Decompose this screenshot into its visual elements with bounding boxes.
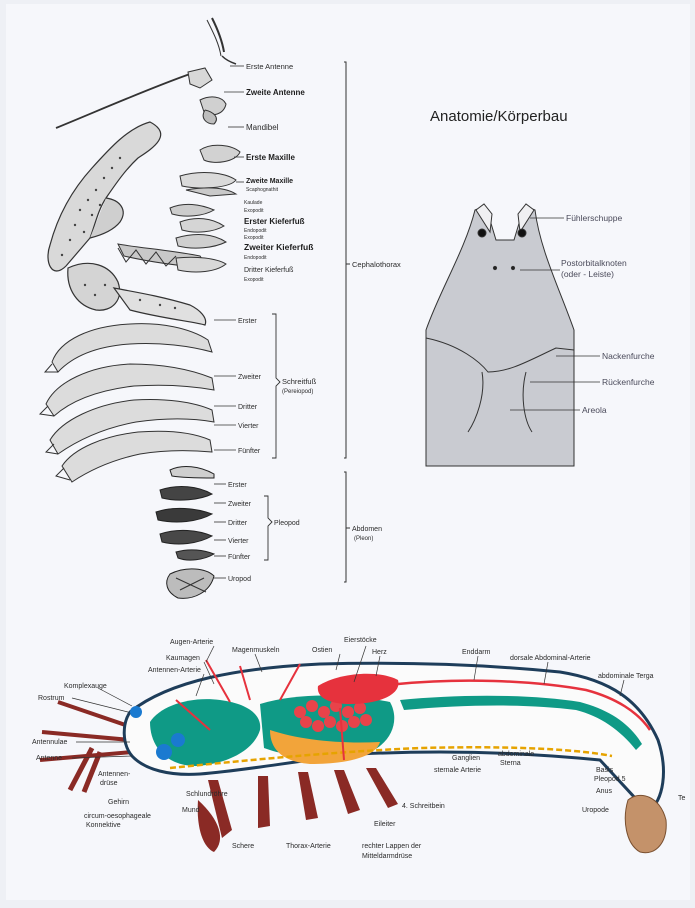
- label-exopodit-3: Exopodit: [244, 277, 264, 283]
- label-gehirn: Gehirn: [108, 799, 129, 806]
- label-thorax-arterie: Thorax-Arterie: [286, 843, 331, 850]
- label-zweiter-kieferfuss: Zweiter Kieferfuß: [244, 242, 313, 252]
- label-zweite-antenne: Zweite Antenne: [246, 88, 305, 97]
- label-rechter-lappen-1: rechter Lappen der: [362, 843, 422, 850]
- label-circum-2: Konnektive: [86, 822, 121, 829]
- label-schreitfuss-zweiter: Zweiter: [238, 374, 262, 381]
- label-pleopod: Pleopod: [274, 520, 300, 527]
- label-abd-sterna-1: abdominale: [498, 751, 534, 758]
- label-schere: Schere: [232, 843, 254, 850]
- label-dorsale-abdominal-arterie: dorsale Abdominal-Arterie: [510, 655, 591, 662]
- label-oder-leiste: (oder - Leiste): [561, 269, 614, 279]
- label-rueckenfurche: Rückenfurche: [602, 377, 655, 387]
- label-endopodit: Endopodit: [244, 228, 267, 234]
- label-eierstoecke: Eierstöcke: [344, 637, 377, 644]
- label-ganglien: Ganglien: [452, 755, 480, 762]
- label-pleopod-vierter: Vierter: [228, 538, 249, 545]
- label-uropode: Uropode: [582, 807, 609, 814]
- label-antennen-arterie: Antennen-Arterie: [148, 667, 201, 674]
- label-schreitfuss: Schreitfuß: [282, 377, 317, 386]
- label-schreitfuss-erster: Erster: [238, 318, 257, 325]
- label-circum-1: circum-oesophageale: [84, 813, 151, 820]
- label-antenne: Antenne: [36, 755, 62, 762]
- label-areola: Areola: [582, 405, 607, 415]
- label-rostrum: Rostrum: [38, 695, 65, 702]
- label-nackenfurche: Nackenfurche: [602, 351, 655, 361]
- label-abdomen: Abdomen: [352, 526, 382, 533]
- label-exopodit-2: Exopodit: [244, 235, 264, 241]
- label-cephalothorax: Cephalothorax: [352, 260, 401, 269]
- label-uropod: Uropod: [228, 576, 251, 583]
- label-basis-pleopod-1: Basis: [596, 767, 614, 774]
- label-basis-pleopod-2: Pleopod 5: [594, 776, 626, 783]
- label-kaulade: Kaulade: [244, 200, 263, 206]
- label-enddarm: Enddarm: [462, 649, 491, 656]
- page-title: Anatomie/Körperbau: [430, 108, 568, 125]
- label-kaumagen: Kaumagen: [166, 655, 200, 662]
- label-abd-sterna-2: Sterna: [500, 760, 521, 767]
- label-erste-antenne: Erste Antenne: [246, 62, 293, 71]
- label-zweite-maxille: Zweite Maxille: [246, 178, 293, 185]
- label-schreitbein: 4. Schreitbein: [402, 803, 445, 810]
- label-endopodit-2: Endopodit: [244, 255, 267, 261]
- label-herz: Herz: [372, 649, 387, 656]
- label-abdominale-terga: abdominale Terga: [598, 673, 654, 680]
- label-eileiter: Eileiter: [374, 821, 396, 828]
- label-sternale-arterie: sternale Arterie: [434, 767, 481, 774]
- label-schlundrohre: Schlundröhre: [186, 791, 228, 798]
- label-schreitfuss-fuenfter: Fünfter: [238, 448, 261, 455]
- label-schreitfuss-vierter: Vierter: [238, 423, 259, 430]
- label-schreitfuss-dritter: Dritter: [238, 404, 258, 411]
- label-komplexauge: Komplexauge: [64, 683, 107, 690]
- label-fuehlerschuppe: Fühlerschuppe: [566, 213, 623, 223]
- label-pleopod-dritter: Dritter: [228, 520, 248, 527]
- label-erster-kieferfuss: Erster Kieferfuß: [244, 217, 305, 226]
- label-pereiopod: (Pereiopod): [282, 389, 313, 395]
- label-ostien: Ostien: [312, 647, 332, 654]
- label-pleopod-fuenfter: Fünfter: [228, 554, 251, 561]
- label-dritter-kieferfuss: Dritter Kieferfuß: [244, 267, 293, 274]
- label-augen-arterie: Augen-Arterie: [170, 639, 213, 646]
- label-antennendruese-2: drüse: [100, 780, 118, 787]
- label-postorbitalknoten: Postorbitalknoten: [561, 258, 627, 268]
- label-anus: Anus: [596, 788, 612, 795]
- label-mandibel: Mandibel: [246, 123, 279, 132]
- label-pleon: (Pleon): [354, 536, 373, 542]
- label-pleopod-erster: Erster: [228, 482, 247, 489]
- label-rechter-lappen-2: Mitteldarmdrüse: [362, 853, 412, 860]
- label-antennendruese-1: Antennen-: [98, 771, 131, 778]
- label-magenmuskeln: Magenmuskeln: [232, 647, 280, 654]
- label-exopodit-1: Exopodit: [244, 208, 264, 214]
- label-erste-maxille: Erste Maxille: [246, 153, 295, 162]
- label-scaphognathit: Scaphognathit: [246, 187, 279, 193]
- label-mund: Mund: [182, 807, 200, 814]
- label-pleopod-zweiter: Zweiter: [228, 501, 252, 508]
- label-antennulae: Antennulae: [32, 739, 68, 746]
- label-telson: Te: [678, 795, 686, 802]
